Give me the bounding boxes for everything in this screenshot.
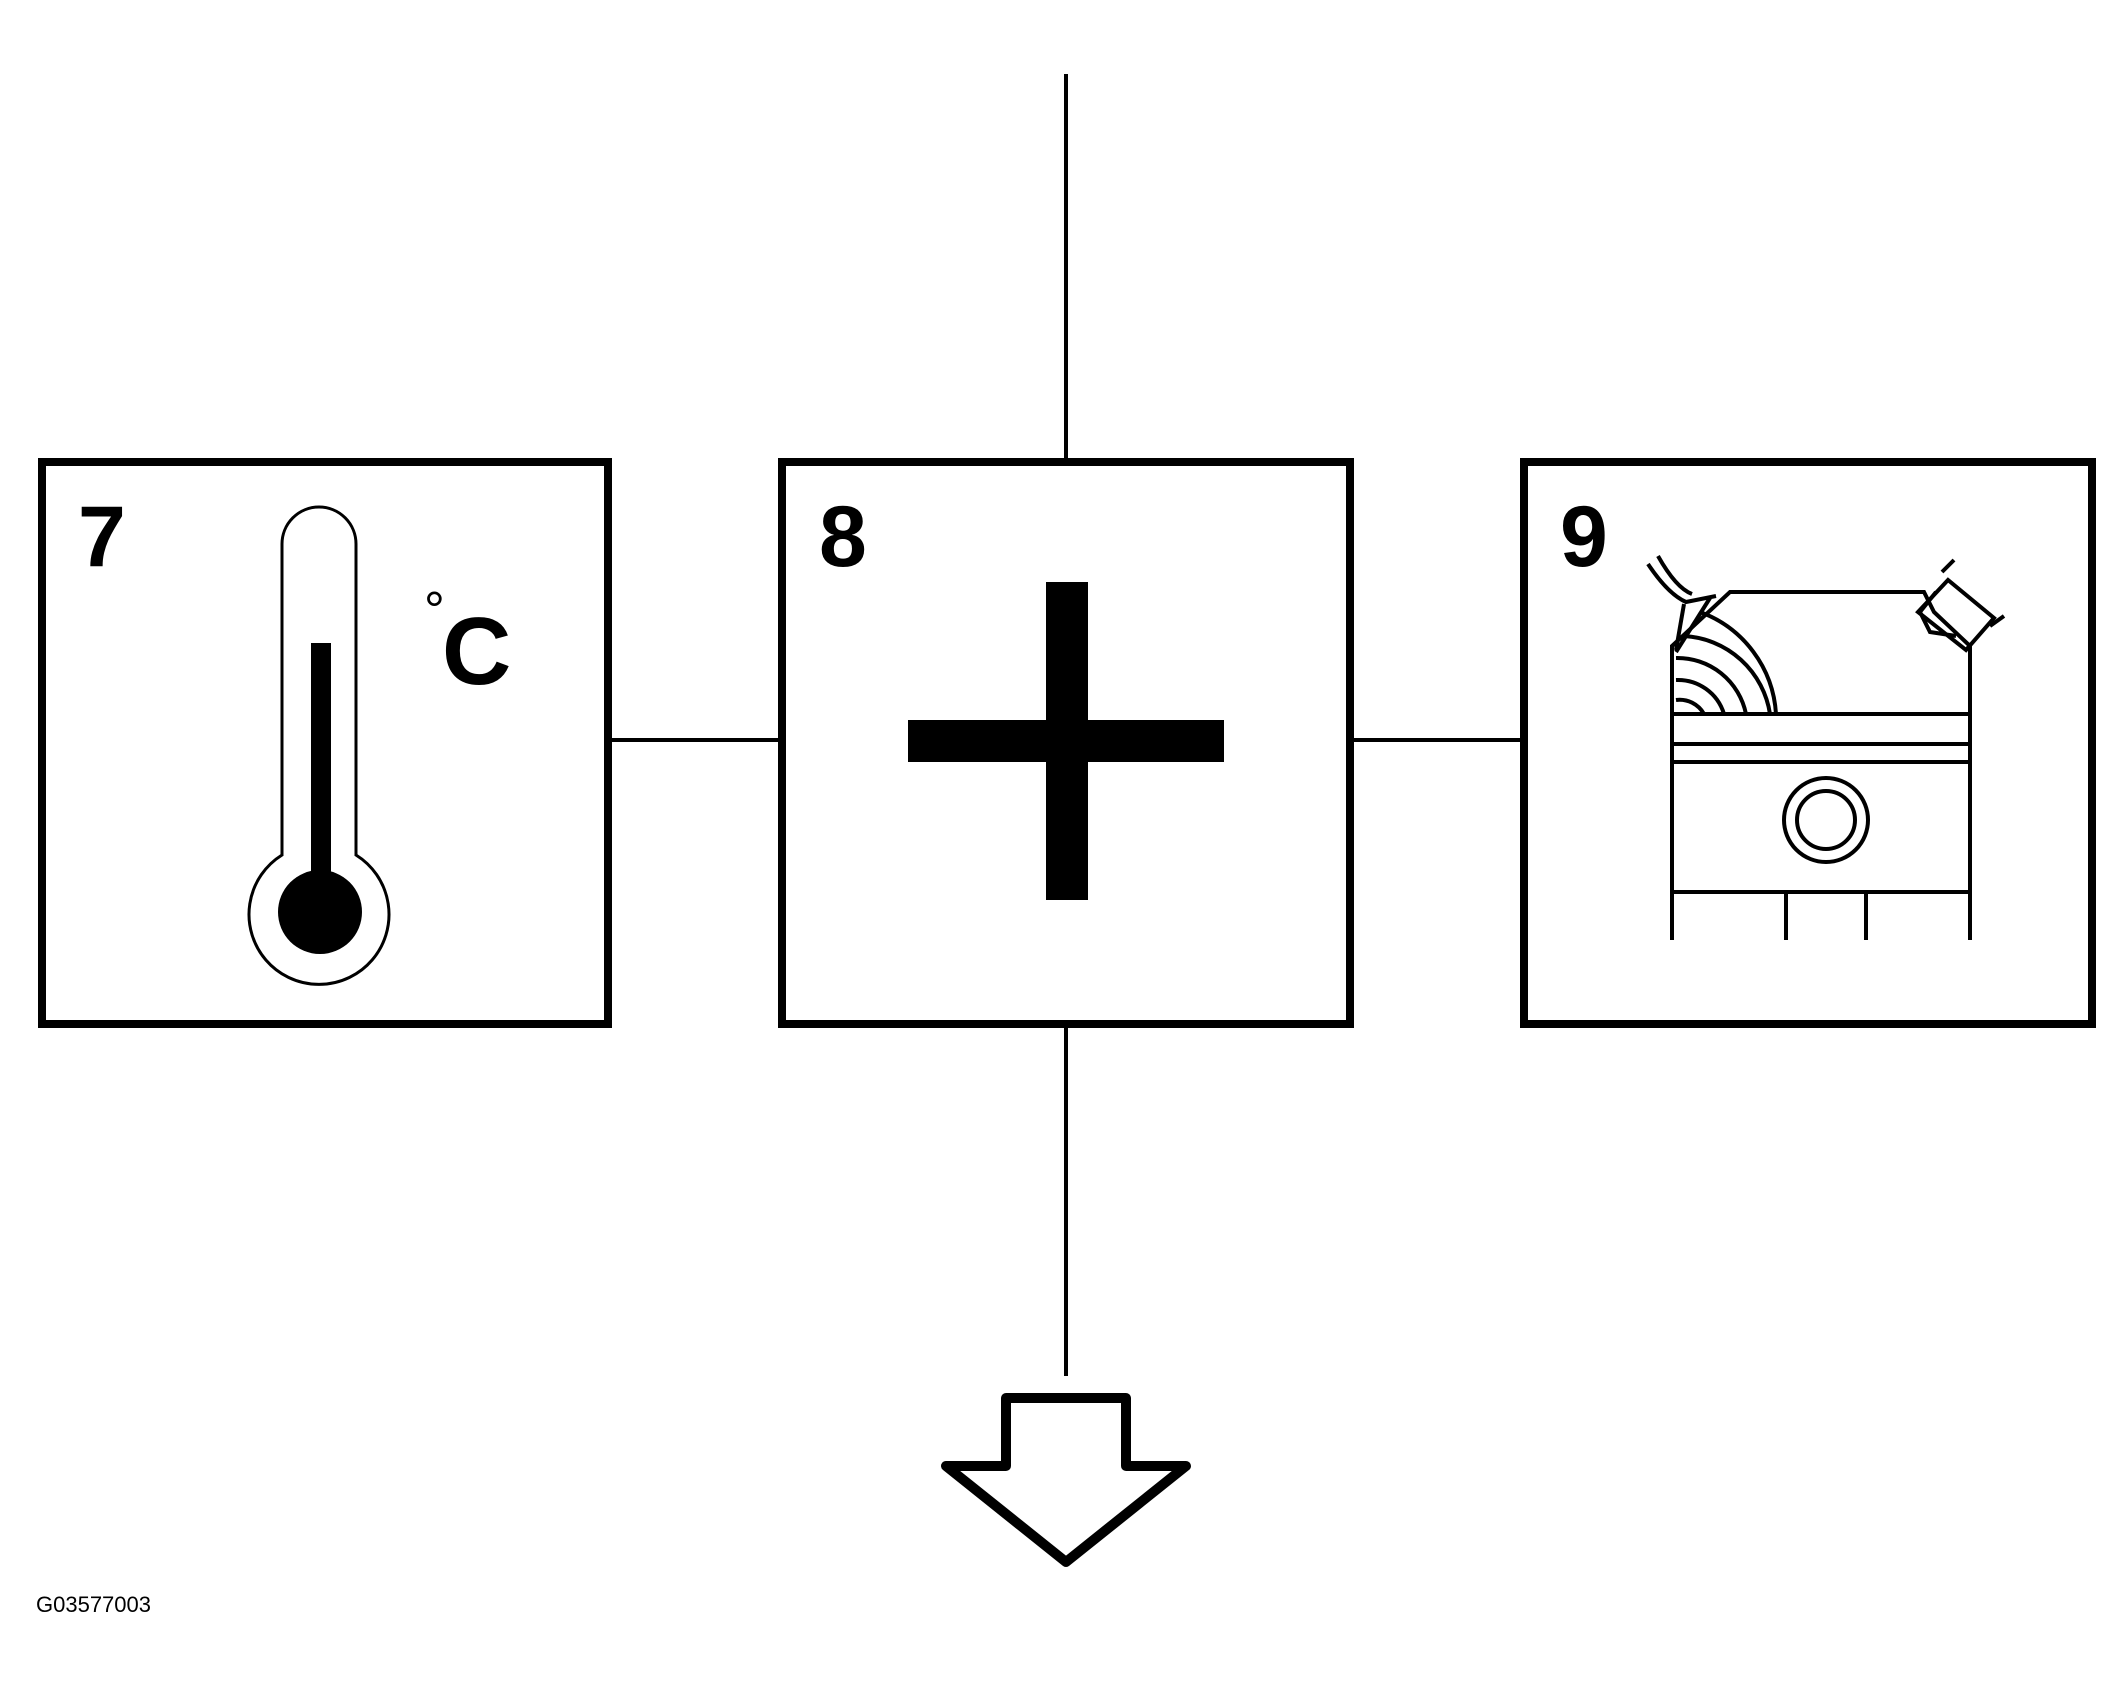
thermometer-icon bbox=[247, 505, 391, 986]
panel-9: 9 bbox=[1520, 458, 2096, 1028]
connectors bbox=[608, 74, 1524, 1376]
panel-8-number: 8 bbox=[819, 489, 867, 585]
engine-cylinder-icon bbox=[1646, 555, 2006, 940]
panel-8-frame bbox=[778, 458, 1354, 1028]
figure-id: G03577003 bbox=[36, 1592, 151, 1617]
panel-7-number: 7 bbox=[78, 489, 126, 585]
celsius-label: C bbox=[442, 598, 511, 705]
panel-7-frame bbox=[38, 458, 612, 1028]
panel-7: 7 ° C bbox=[38, 458, 612, 1028]
down-arrow-icon bbox=[941, 1393, 1191, 1567]
degree-symbol: ° bbox=[424, 582, 445, 640]
panel-8: 8 bbox=[778, 458, 1354, 1028]
panel-9-number: 9 bbox=[1560, 489, 1608, 585]
plus-icon bbox=[908, 582, 1224, 900]
panel-9-frame bbox=[1520, 458, 2096, 1028]
